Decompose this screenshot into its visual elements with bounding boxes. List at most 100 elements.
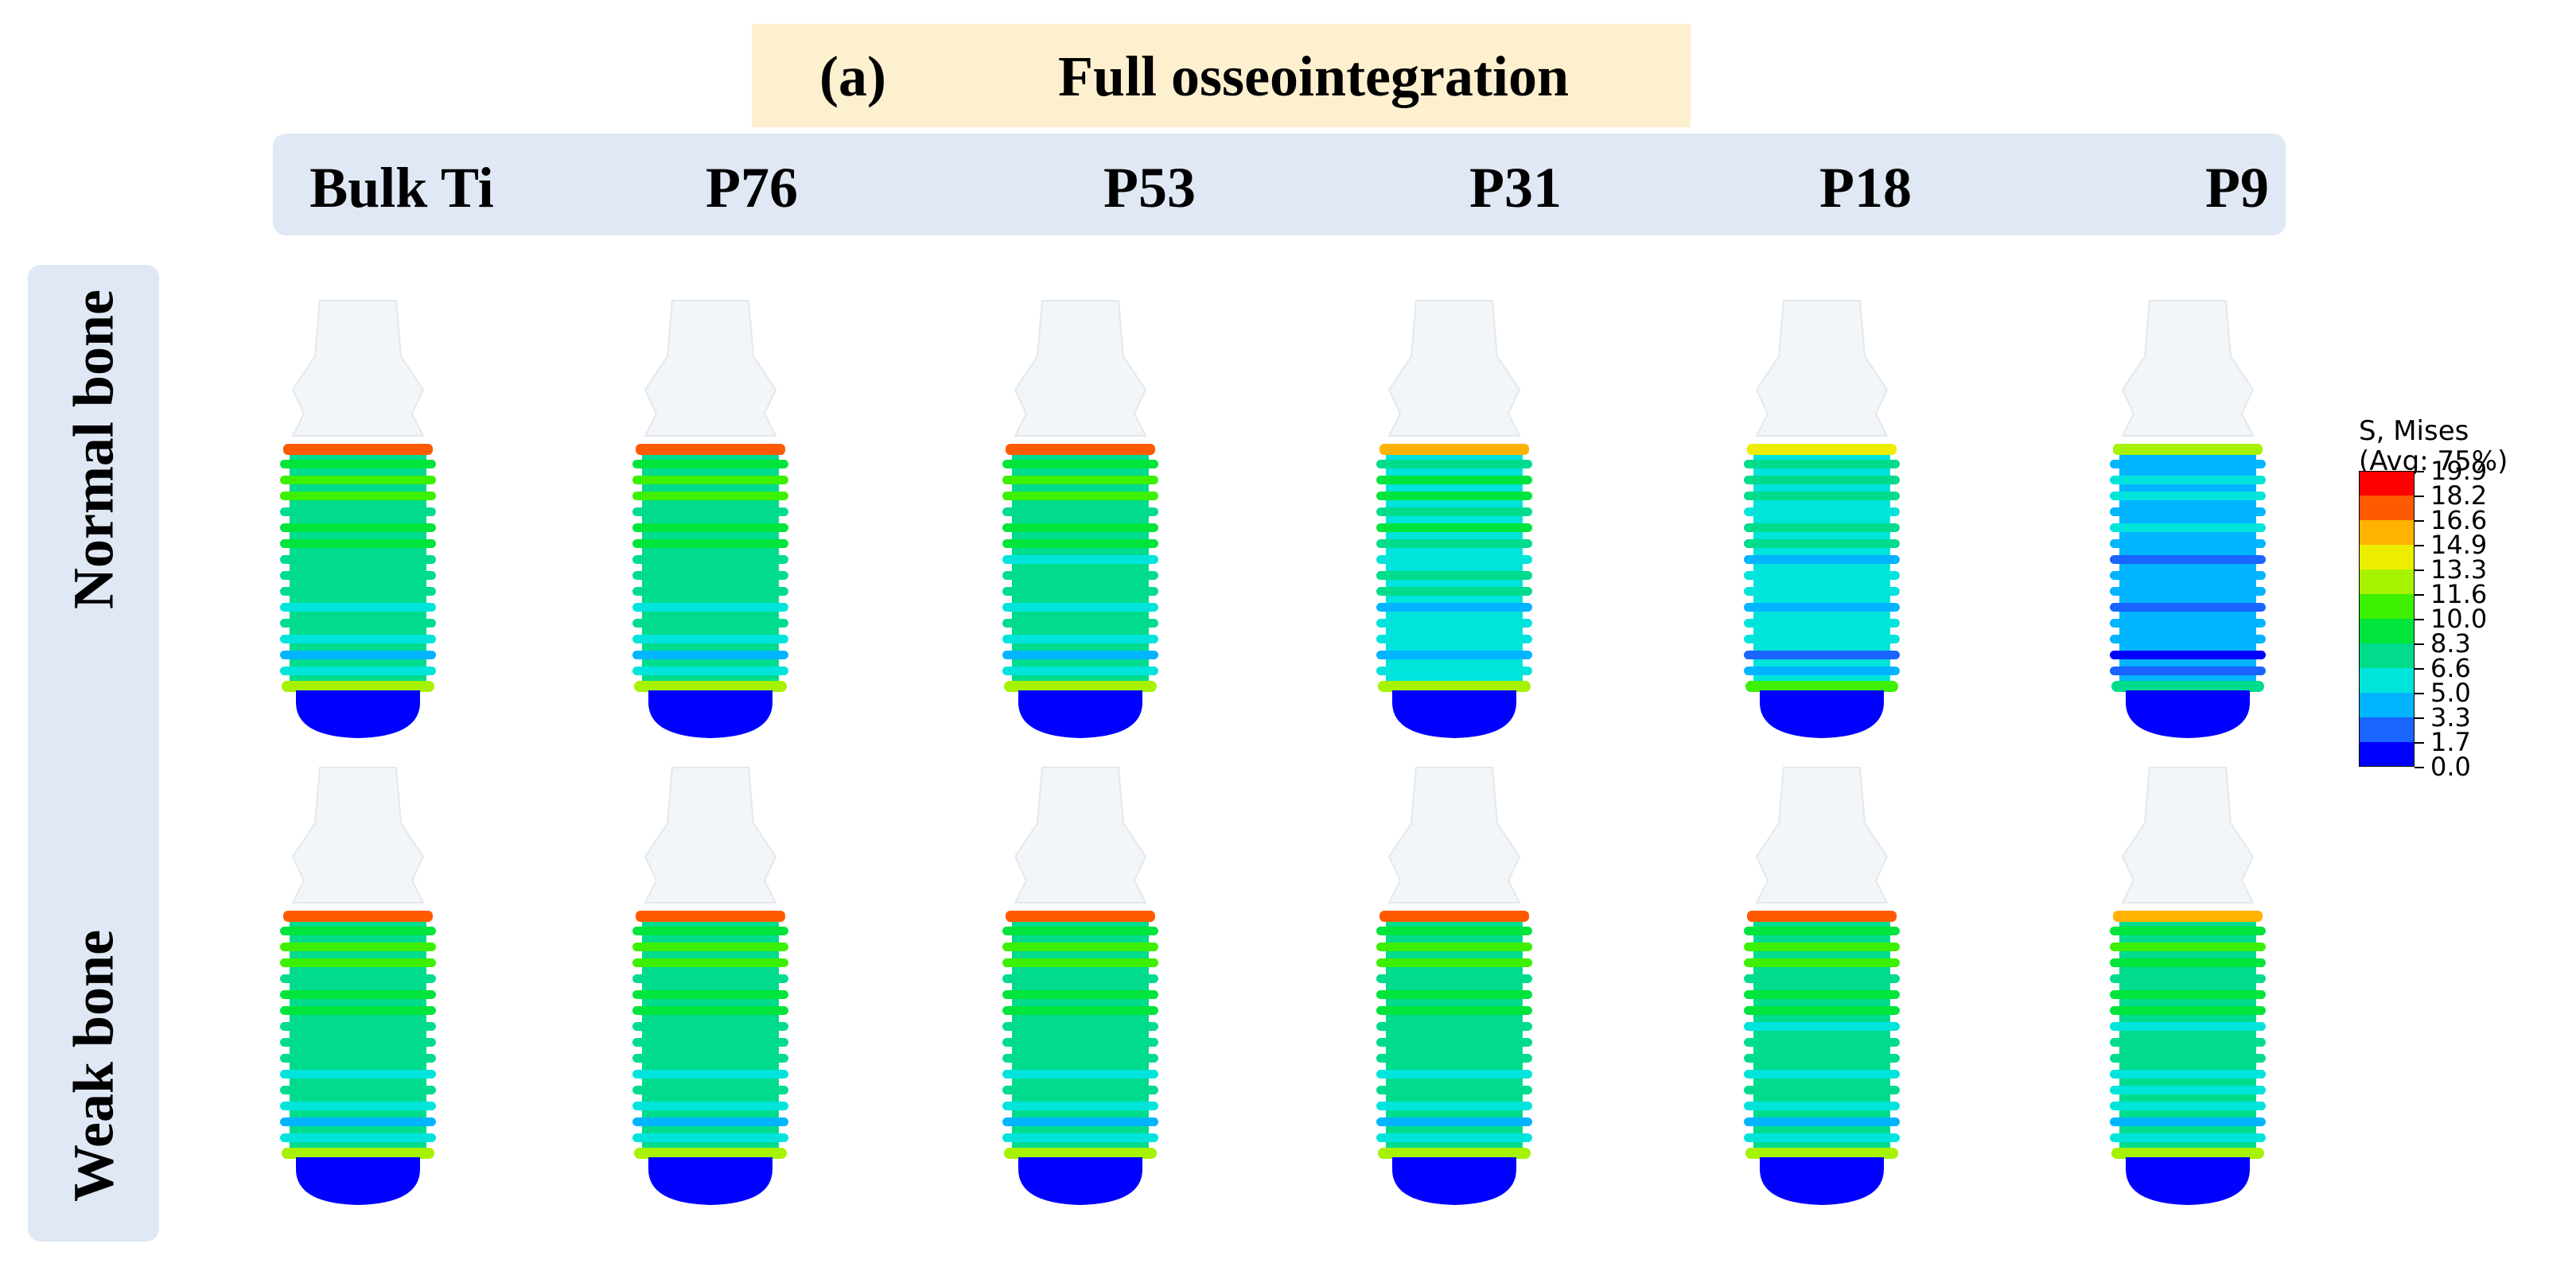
implant-thread bbox=[1744, 1038, 1900, 1047]
implant-thread bbox=[280, 1038, 436, 1047]
implant-thread bbox=[1002, 1038, 1158, 1047]
implant-thread bbox=[2110, 523, 2266, 532]
implant-model bbox=[632, 300, 788, 738]
implant-thread bbox=[1376, 603, 1532, 612]
implant-thread bbox=[2110, 571, 2266, 580]
abutment bbox=[291, 300, 425, 437]
implant-collar bbox=[283, 444, 433, 455]
implant-thread bbox=[1376, 974, 1532, 983]
legend-tick bbox=[2415, 668, 2424, 670]
column-label-p31: P31 bbox=[1469, 156, 1562, 220]
implant-thread bbox=[1002, 571, 1158, 580]
implant-thread bbox=[2110, 667, 2266, 675]
legend-value: 18.2 bbox=[2430, 480, 2488, 511]
implant-thread bbox=[1744, 958, 1900, 967]
column-label-bulk-ti: Bulk Ti bbox=[309, 156, 494, 220]
implant-thread bbox=[632, 603, 788, 612]
implant-thread bbox=[2110, 1006, 2266, 1015]
implant-thread bbox=[280, 492, 436, 500]
implant-thread bbox=[1376, 492, 1532, 500]
implant-thread bbox=[280, 1070, 436, 1079]
implant-thread bbox=[1002, 1070, 1158, 1079]
implant-thread bbox=[280, 990, 436, 999]
implant-thread bbox=[1744, 990, 1900, 999]
implant-thread bbox=[1744, 587, 1900, 596]
column-label-p53: P53 bbox=[1103, 156, 1196, 220]
legend-swatch bbox=[2359, 668, 2415, 693]
implant-ring bbox=[1745, 681, 1898, 692]
implant-thread bbox=[1376, 1133, 1532, 1142]
abutment bbox=[291, 767, 425, 904]
implant-thread bbox=[2110, 1133, 2266, 1142]
legend-title: S, Mises bbox=[2359, 415, 2469, 447]
implant-model bbox=[280, 300, 436, 738]
panel-tag: (a) bbox=[819, 45, 886, 108]
implant-thread bbox=[632, 1006, 788, 1015]
legend-value: 1.7 bbox=[2430, 727, 2471, 757]
implant-model bbox=[2110, 300, 2266, 738]
implant-thread bbox=[1744, 523, 1900, 532]
implant-thread bbox=[2110, 1070, 2266, 1079]
implant-thread bbox=[1002, 943, 1158, 951]
implant-apex bbox=[296, 1157, 420, 1205]
implant-thread bbox=[1376, 635, 1532, 643]
legend-value: 16.6 bbox=[2430, 505, 2488, 535]
implant-thread bbox=[1376, 460, 1532, 468]
implant-thread bbox=[2110, 974, 2266, 983]
implant-thread bbox=[2110, 507, 2266, 516]
implant-thread bbox=[280, 460, 436, 468]
implant-thread bbox=[2110, 943, 2266, 951]
implant-thread bbox=[1744, 571, 1900, 580]
implant-thread bbox=[1376, 651, 1532, 659]
legend-swatch bbox=[2359, 742, 2415, 767]
implant-thread bbox=[280, 958, 436, 967]
implant-model bbox=[1002, 300, 1158, 738]
implant-thread bbox=[632, 587, 788, 596]
implant-thread bbox=[1744, 1006, 1900, 1015]
implant-apex bbox=[2126, 690, 2250, 738]
implant-thread bbox=[1002, 1086, 1158, 1094]
implant-thread bbox=[280, 507, 436, 516]
implant-thread bbox=[1002, 974, 1158, 983]
legend-value: 8.3 bbox=[2430, 628, 2471, 659]
abutment bbox=[2121, 300, 2255, 437]
implant-thread bbox=[280, 1102, 436, 1110]
implant-thread bbox=[280, 603, 436, 612]
implant-thread bbox=[1744, 1022, 1900, 1031]
abutment bbox=[1014, 767, 1147, 904]
implant-thread bbox=[2110, 1086, 2266, 1094]
abutment bbox=[644, 300, 777, 437]
abutment bbox=[1387, 767, 1521, 904]
implant-thread bbox=[2110, 1022, 2266, 1031]
implant-thread bbox=[1376, 990, 1532, 999]
legend-value: 5.0 bbox=[2430, 678, 2471, 708]
implant-thread bbox=[632, 958, 788, 967]
implant-thread bbox=[1376, 619, 1532, 628]
implant-apex bbox=[1760, 1157, 1884, 1205]
legend-swatch bbox=[2359, 569, 2415, 594]
implant-thread bbox=[1002, 619, 1158, 628]
implant-apex bbox=[2126, 1157, 2250, 1205]
implant-collar bbox=[1379, 911, 1529, 922]
implant-thread bbox=[280, 667, 436, 675]
implant-thread bbox=[1376, 1054, 1532, 1063]
implant-collar bbox=[1006, 911, 1155, 922]
implant-thread bbox=[280, 619, 436, 628]
implant-thread bbox=[1744, 555, 1900, 564]
legend-value: 10.0 bbox=[2430, 604, 2488, 634]
implant-thread bbox=[2110, 492, 2266, 500]
implant-thread bbox=[280, 523, 436, 532]
figure-title-box bbox=[752, 24, 1691, 127]
legend-tick bbox=[2415, 619, 2424, 620]
implant-thread bbox=[1744, 539, 1900, 548]
implant-thread bbox=[1376, 927, 1532, 935]
implant-thread bbox=[2110, 603, 2266, 612]
implant-ring bbox=[1004, 1148, 1157, 1159]
implant-thread bbox=[1744, 635, 1900, 643]
legend-swatch bbox=[2359, 594, 2415, 619]
implant-thread bbox=[1744, 507, 1900, 516]
legend-tick bbox=[2415, 643, 2424, 645]
implant-thread bbox=[632, 539, 788, 548]
implant-model bbox=[632, 767, 788, 1205]
implant-thread bbox=[1376, 958, 1532, 967]
